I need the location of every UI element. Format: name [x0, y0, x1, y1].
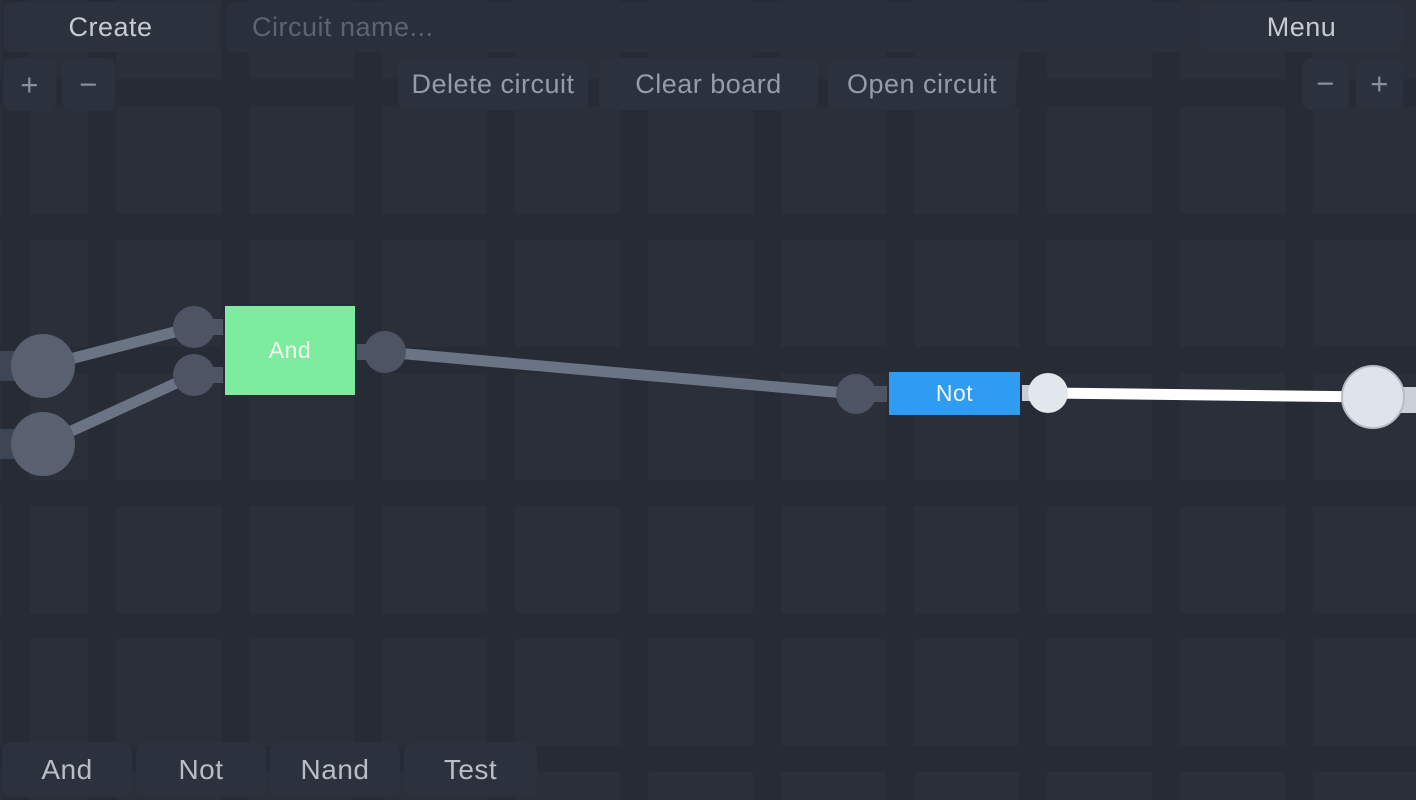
gate-output-port[interactable] [364, 331, 406, 373]
open-circuit-button[interactable]: Open circuit [828, 58, 1016, 110]
palette-item-not[interactable]: Not [136, 742, 266, 797]
menu-button[interactable]: Menu [1200, 2, 1403, 52]
zoom-out-button-right[interactable]: − [1302, 58, 1349, 110]
gate-label: And [268, 337, 312, 363]
input-node[interactable] [11, 412, 75, 476]
gate-label: Not [935, 380, 974, 406]
palette-item-and[interactable]: And [2, 742, 132, 797]
zoom-in-button-right[interactable]: + [1356, 58, 1403, 110]
gate-input-port[interactable] [173, 354, 215, 396]
and-gate[interactable]: And [223, 304, 357, 397]
zoom-out-button-left[interactable]: − [62, 58, 115, 111]
wire[interactable] [1047, 387, 1374, 403]
delete-circuit-button[interactable]: Delete circuit [398, 58, 588, 110]
not-gate[interactable]: Not [887, 370, 1022, 417]
output-node[interactable] [1341, 365, 1405, 429]
wire[interactable] [384, 346, 857, 400]
gate-input-port[interactable] [836, 374, 876, 414]
gate-input-port[interactable] [173, 306, 215, 348]
input-node[interactable] [11, 334, 75, 398]
palette-item-test[interactable]: Test [404, 742, 537, 797]
create-button[interactable]: Create [3, 2, 218, 52]
gate-output-port[interactable] [1028, 373, 1068, 413]
clear-board-button[interactable]: Clear board [599, 58, 818, 110]
circuit-name-input[interactable] [226, 2, 1196, 52]
palette-item-nand[interactable]: Nand [270, 742, 400, 797]
zoom-in-button-left[interactable]: + [3, 58, 56, 111]
